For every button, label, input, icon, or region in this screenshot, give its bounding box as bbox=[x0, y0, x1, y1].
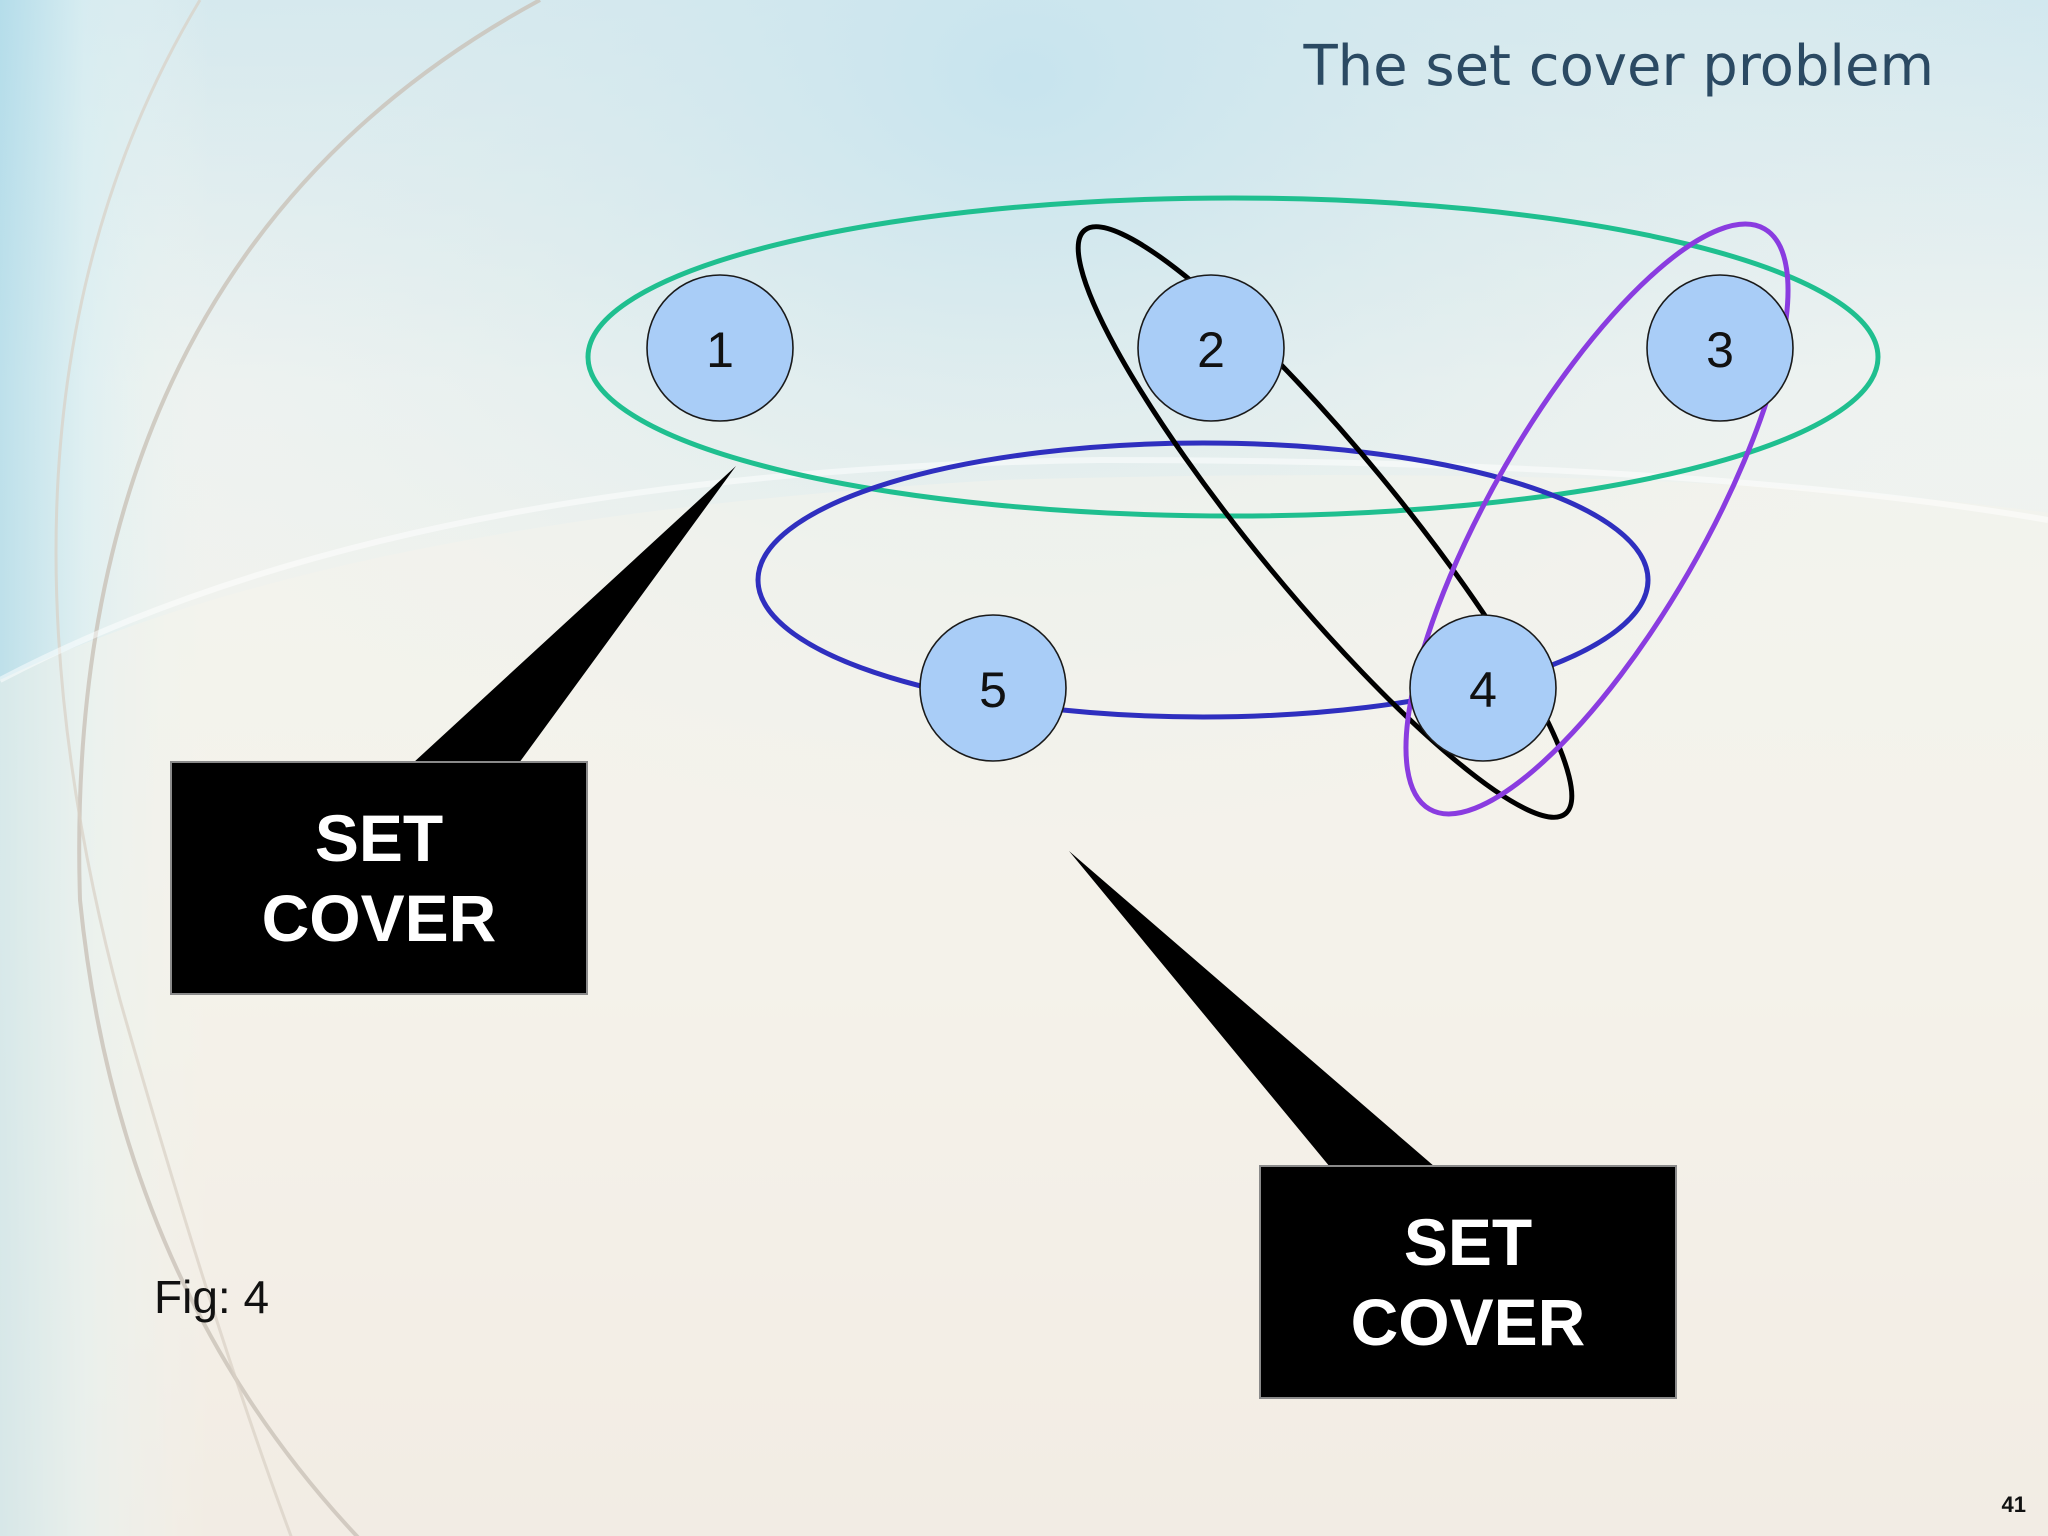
set-cover-callout-2: SET COVER bbox=[1259, 1165, 1677, 1399]
node-3-label: 3 bbox=[1706, 322, 1734, 378]
callout-2-line1: SET bbox=[1403, 1205, 1533, 1279]
callout-pointer-2 bbox=[1069, 851, 1435, 1167]
page-number: 41 bbox=[2001, 1492, 2026, 1517]
figure-label: Fig: 4 bbox=[154, 1271, 270, 1323]
node-1-label: 1 bbox=[706, 322, 734, 378]
callout-2-line2: COVER bbox=[1350, 1285, 1586, 1359]
set-ellipse-purple bbox=[1403, 221, 1791, 817]
set-ellipse-black bbox=[1075, 224, 1575, 820]
node-5-label: 5 bbox=[979, 662, 1007, 718]
set-ellipse-teal bbox=[585, 195, 1881, 519]
callout-pointer-1 bbox=[413, 466, 736, 763]
set-ellipse-blue bbox=[755, 440, 1651, 720]
node-1: 1 bbox=[646, 274, 794, 422]
callout-1-line1: SET bbox=[314, 801, 444, 875]
node-2-label: 2 bbox=[1197, 322, 1225, 378]
node-5: 5 bbox=[919, 614, 1067, 762]
node-4: 4 bbox=[1409, 614, 1557, 762]
node-4-label: 4 bbox=[1469, 662, 1497, 718]
set-cover-callout-1: SET COVER bbox=[170, 761, 588, 995]
node-2: 2 bbox=[1137, 274, 1285, 422]
node-3: 3 bbox=[1646, 274, 1794, 422]
slide-title: The set cover problem bbox=[1303, 34, 1934, 99]
callout-1-line2: COVER bbox=[261, 881, 497, 955]
